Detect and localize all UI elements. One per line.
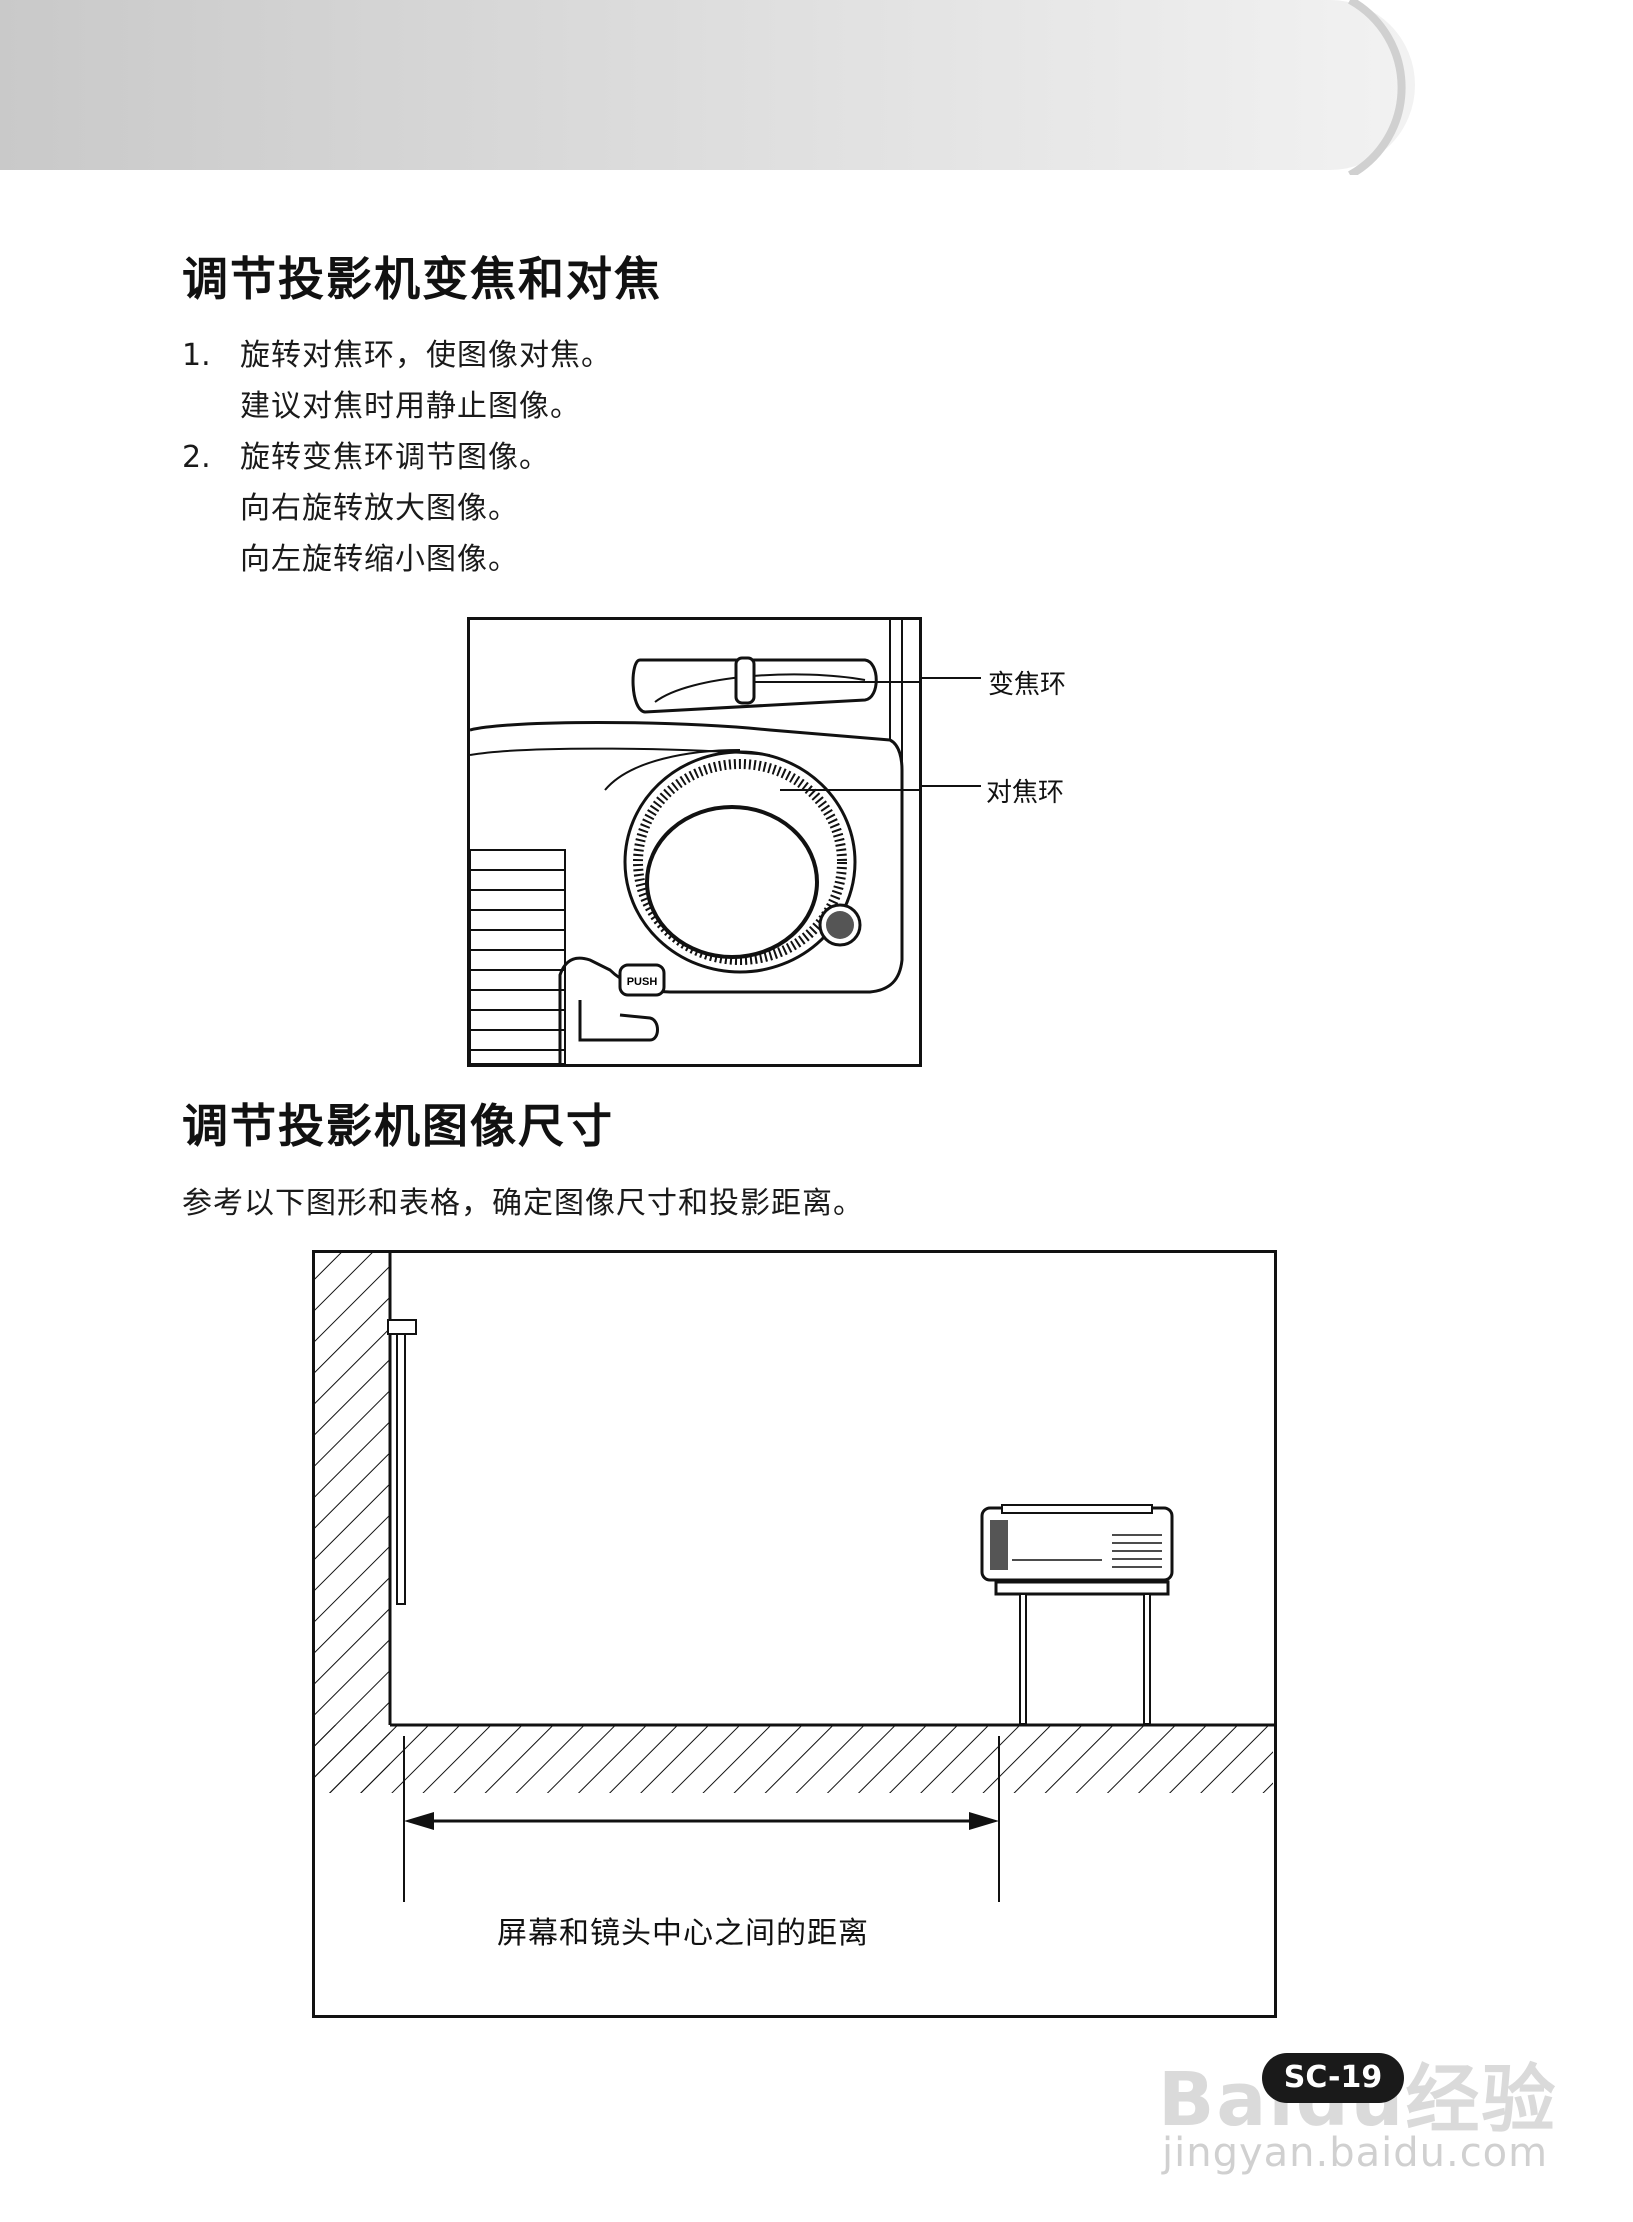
push-label: PUSH (627, 976, 658, 988)
floor-hatch (315, 1725, 1273, 1793)
zoom-ring-label: 变焦环 (988, 670, 1067, 700)
callout-lines (919, 677, 981, 787)
step-2: 2. 旋转变焦环调节图像。 向右旋转放大图像。 向左旋转缩小图像。 (182, 432, 612, 585)
header-band (0, 0, 1415, 175)
projector-lens-figure: PUSH (467, 617, 970, 1067)
projector-lens-drawing: PUSH (469, 620, 970, 1065)
zoom-lever (734, 656, 756, 705)
push-button (618, 963, 666, 997)
wall-hatch (315, 1253, 390, 1793)
watermark-url: jingyan.baidu.com (1162, 2130, 1549, 2176)
step-number: 2. (182, 440, 211, 475)
step-text: 向右旋转放大图像。 (240, 491, 519, 526)
page-number-badge: SC-19 (1262, 2053, 1404, 2103)
projection-distance-diagram (312, 1250, 1277, 2018)
projector-on-stand (980, 1504, 1174, 1725)
step-number: 1. (182, 338, 211, 373)
arrow-right-icon (969, 1812, 999, 1830)
distance-label: 屏幕和镜头中心之间的距离 (497, 1916, 869, 1951)
projection-screen (387, 1319, 417, 1605)
step-text: 旋转对焦环，使图像对焦。 (240, 338, 612, 373)
step-text: 向左旋转缩小图像。 (240, 542, 519, 577)
diagram-frame (312, 1250, 1277, 2018)
intro-text: 参考以下图形和表格，确定图像尺寸和投影距离。 (182, 1186, 864, 1221)
step-text: 旋转变焦环调节图像。 (240, 440, 550, 475)
section-title-zoom-focus: 调节投影机变焦和对焦 (182, 252, 662, 306)
lens-glass (645, 805, 819, 959)
step-1: 1. 旋转对焦环，使图像对焦。 建议对焦时用静止图像。 (182, 330, 612, 432)
section-title-image-size: 调节投影机图像尺寸 (182, 1099, 614, 1153)
arrow-left-icon (404, 1812, 434, 1830)
step-list: 1. 旋转对焦环，使图像对焦。 建议对焦时用静止图像。 2. 旋转变焦环调节图像… (182, 330, 612, 585)
focus-ring-label: 对焦环 (986, 778, 1065, 808)
step-text: 建议对焦时用静止图像。 (240, 389, 581, 424)
